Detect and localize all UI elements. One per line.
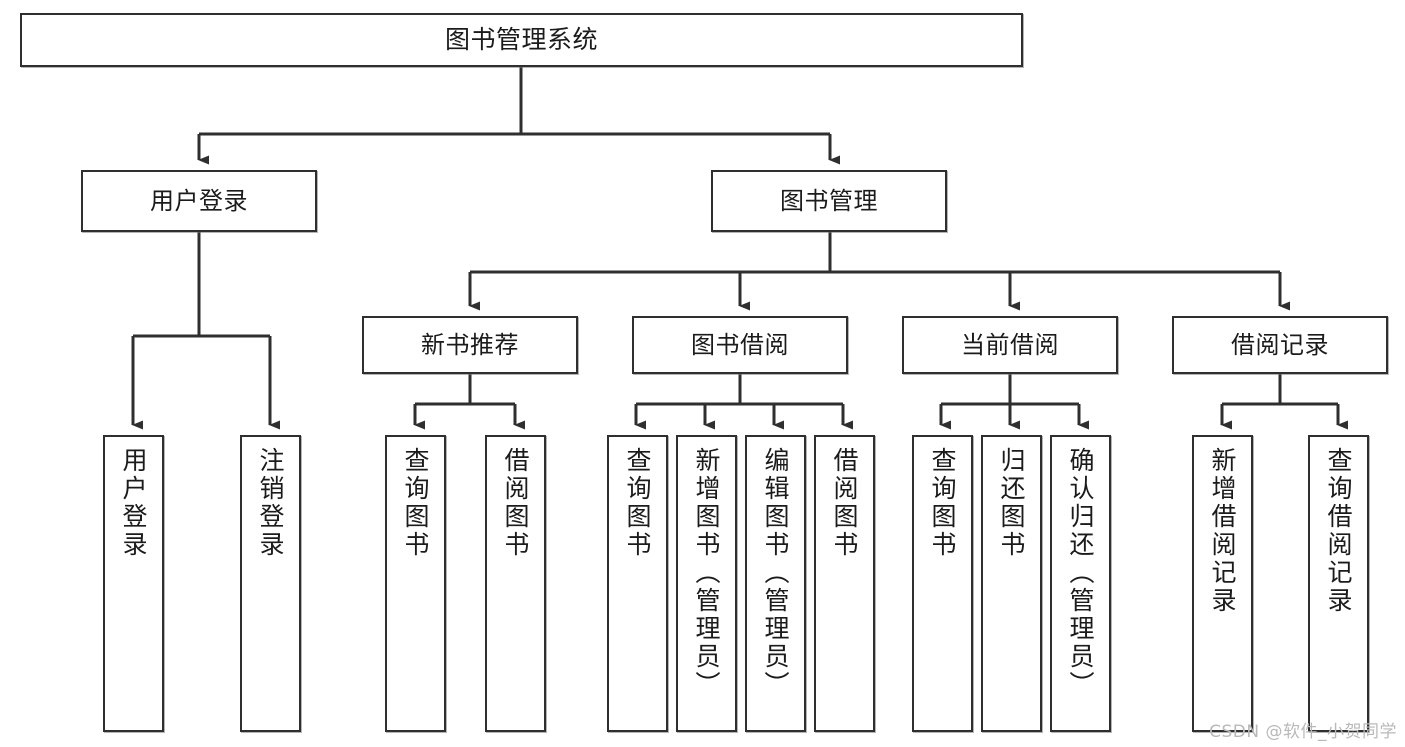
node-root-book-management-system[interactable]: 图书管理系统	[20, 13, 1023, 67]
node-leaf-borrow-book-recommend[interactable]: 借阅图书	[485, 435, 546, 732]
node-leaf-user-login[interactable]: 用户登录	[103, 435, 164, 732]
node-user-login[interactable]: 用户登录	[81, 170, 317, 232]
node-label: 借阅图书	[830, 447, 859, 559]
node-leaf-add-book-admin[interactable]: 新增图书（管理员）	[676, 435, 737, 732]
node-label: 用户登录	[150, 186, 248, 215]
node-leaf-add-borrow-record[interactable]: 新增借阅记录	[1192, 435, 1253, 732]
node-book-borrow[interactable]: 图书借阅	[632, 316, 848, 374]
node-leaf-return-book[interactable]: 归还图书	[981, 435, 1042, 732]
node-label: 当前借阅	[961, 330, 1059, 359]
node-label: 借阅图书	[501, 447, 530, 559]
node-book-management[interactable]: 图书管理	[711, 170, 947, 232]
node-label: 借阅记录	[1231, 330, 1329, 359]
node-label: 图书借阅	[691, 330, 789, 359]
node-label: 图书管理系统	[444, 25, 598, 55]
node-leaf-query-book-recommend[interactable]: 查询图书	[385, 435, 446, 732]
node-label: 用户登录	[119, 447, 148, 559]
node-label: 注销登录	[256, 447, 285, 559]
node-label: 查询图书	[623, 447, 652, 559]
node-leaf-logout-login[interactable]: 注销登录	[240, 435, 301, 732]
node-leaf-query-borrow-record[interactable]: 查询借阅记录	[1308, 435, 1369, 732]
node-label: 新增借阅记录	[1208, 447, 1237, 615]
node-leaf-edit-book-admin[interactable]: 编辑图书（管理员）	[745, 435, 806, 732]
node-label: 确认归还（管理员）	[1066, 447, 1095, 699]
node-leaf-confirm-return-admin[interactable]: 确认归还（管理员）	[1050, 435, 1111, 732]
node-label: 归还图书	[997, 447, 1026, 559]
node-leaf-query-book-borrow[interactable]: 查询图书	[607, 435, 668, 732]
csdn-watermark: CSDN @软件_小贺同学	[1209, 722, 1397, 742]
node-label: 查询图书	[928, 447, 957, 559]
node-new-book-recommend[interactable]: 新书推荐	[362, 316, 578, 374]
node-label: 新书推荐	[421, 330, 519, 359]
node-leaf-query-book-current[interactable]: 查询图书	[912, 435, 973, 732]
node-label: 编辑图书（管理员）	[761, 447, 790, 699]
node-current-borrow[interactable]: 当前借阅	[902, 316, 1118, 374]
node-borrow-record[interactable]: 借阅记录	[1172, 316, 1388, 374]
node-label: 新增图书（管理员）	[692, 447, 721, 699]
node-leaf-borrow-book[interactable]: 借阅图书	[814, 435, 875, 732]
node-label: 查询图书	[401, 447, 430, 559]
node-label: 查询借阅记录	[1324, 447, 1353, 615]
node-label: 图书管理	[780, 186, 878, 215]
